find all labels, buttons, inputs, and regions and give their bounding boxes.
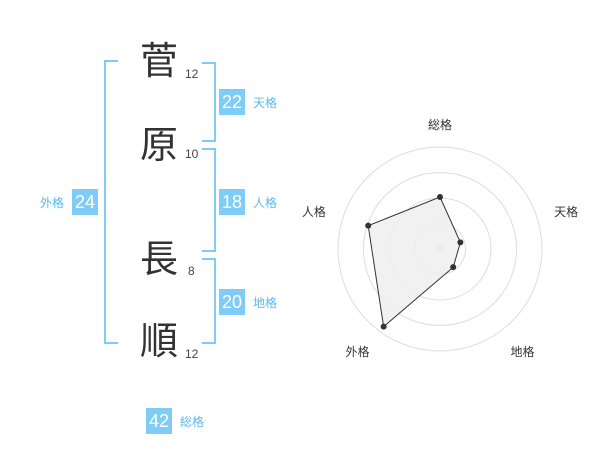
chikaku-value: 20 (219, 289, 246, 315)
name-char-1: 菅 (140, 39, 179, 83)
tenkaku-value: 22 (219, 89, 246, 115)
soukaku-label: 総格 (180, 415, 205, 429)
name-char-2: 原 (140, 123, 179, 167)
radar-point-4 (380, 323, 387, 330)
radar-axis-label-1: 総格 (428, 117, 452, 132)
radar-point-3 (450, 264, 457, 271)
name-char-3: 長 (140, 237, 179, 281)
radar-axis-label-5: 人格 (302, 204, 326, 219)
radar-point-1 (437, 193, 443, 200)
jinkaku-value: 18 (219, 189, 246, 215)
gaikaku-label: 外格 (40, 196, 65, 210)
soukaku-value: 42 (146, 408, 173, 434)
radar-axis-label-2: 天格 (554, 204, 578, 219)
radar-series-polygon (367, 196, 461, 328)
chikaku-label: 地格 (253, 296, 278, 310)
stroke-count-2: 10 (185, 147, 199, 161)
radar-point-5 (365, 222, 372, 229)
stroke-count-3: 8 (188, 264, 195, 278)
jinkaku-label: 人格 (253, 196, 278, 210)
chikaku-bracket (202, 258, 216, 344)
radar-axis-label-3: 地格 (511, 344, 535, 359)
stroke-count-4: 12 (185, 347, 199, 361)
radar-axis-label-4: 外格 (345, 344, 369, 359)
stroke-count-1: 12 (185, 67, 199, 81)
radar-ring-4 (337, 146, 543, 352)
name-char-4: 順 (140, 319, 179, 363)
radar-point-2 (457, 239, 464, 246)
tenkaku-bracket (202, 62, 216, 142)
radar-ring-3 (363, 172, 517, 326)
gaikaku-bracket (104, 60, 118, 344)
tenkaku-label: 天格 (253, 96, 278, 110)
gaikaku-value: 24 (72, 189, 99, 215)
jinkaku-bracket (202, 148, 216, 252)
